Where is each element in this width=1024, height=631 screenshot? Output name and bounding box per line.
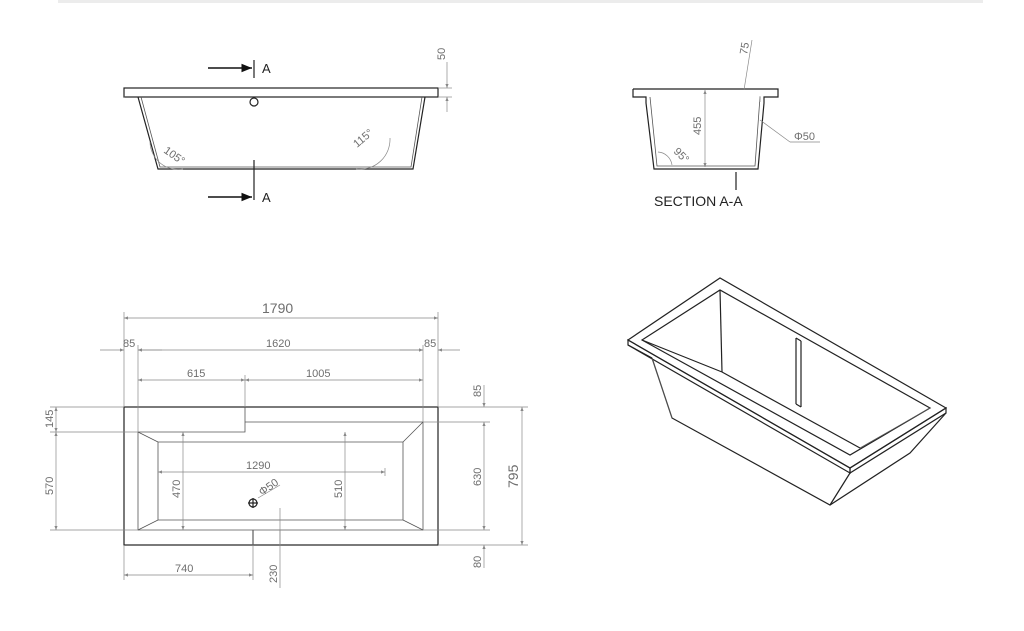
dim-plan-drain: Φ50 bbox=[257, 477, 281, 499]
section-mark-top: A bbox=[262, 61, 271, 76]
dim-drain-offset-y: 230 bbox=[268, 565, 280, 583]
dim-inner-width: 630 bbox=[472, 468, 484, 486]
plan-view bbox=[50, 312, 528, 588]
dim-rim-left: 85 bbox=[123, 338, 135, 350]
section-drain-label: Φ50 bbox=[794, 131, 815, 143]
side-view bbox=[123, 60, 452, 202]
dim-floor-width-left: 470 bbox=[171, 480, 183, 498]
plan-outer bbox=[123, 406, 439, 546]
dim-seg-right: 1005 bbox=[306, 368, 330, 380]
section-title: SECTION A-A bbox=[654, 193, 743, 209]
section-angle-label: 95° bbox=[671, 146, 691, 166]
dim-top-rim: 85 bbox=[472, 385, 484, 397]
section-mark-bottom: A bbox=[262, 190, 271, 205]
dim-bottom-rim: 80 bbox=[472, 556, 484, 568]
section-depth-label: 455 bbox=[692, 117, 704, 135]
dim-left-lower: 570 bbox=[44, 477, 56, 495]
rim-thickness-label: 50 bbox=[436, 48, 448, 60]
section-view bbox=[632, 39, 820, 190]
side-body bbox=[137, 96, 426, 170]
side-rim bbox=[123, 87, 439, 98]
dim-floor-length: 1290 bbox=[246, 460, 270, 472]
dim-overall-width: 795 bbox=[505, 464, 521, 488]
angle-right-label: 115° bbox=[351, 127, 376, 150]
isometric-view bbox=[626, 277, 948, 506]
side-drain-icon bbox=[249, 97, 259, 107]
dim-floor-width-right: 510 bbox=[333, 480, 345, 498]
dim-left-upper: 145 bbox=[44, 410, 56, 428]
dim-drain-offset-x: 740 bbox=[175, 563, 193, 575]
angle-left-label: 105° bbox=[161, 145, 187, 168]
top-divider bbox=[58, 0, 983, 3]
dim-seg-left: 615 bbox=[187, 368, 205, 380]
dim-overall-length: 1790 bbox=[262, 300, 293, 316]
dim-rim-right: 85 bbox=[424, 338, 436, 350]
section-rim-label: 75 bbox=[738, 41, 752, 55]
dim-inner-length: 1620 bbox=[266, 338, 290, 350]
